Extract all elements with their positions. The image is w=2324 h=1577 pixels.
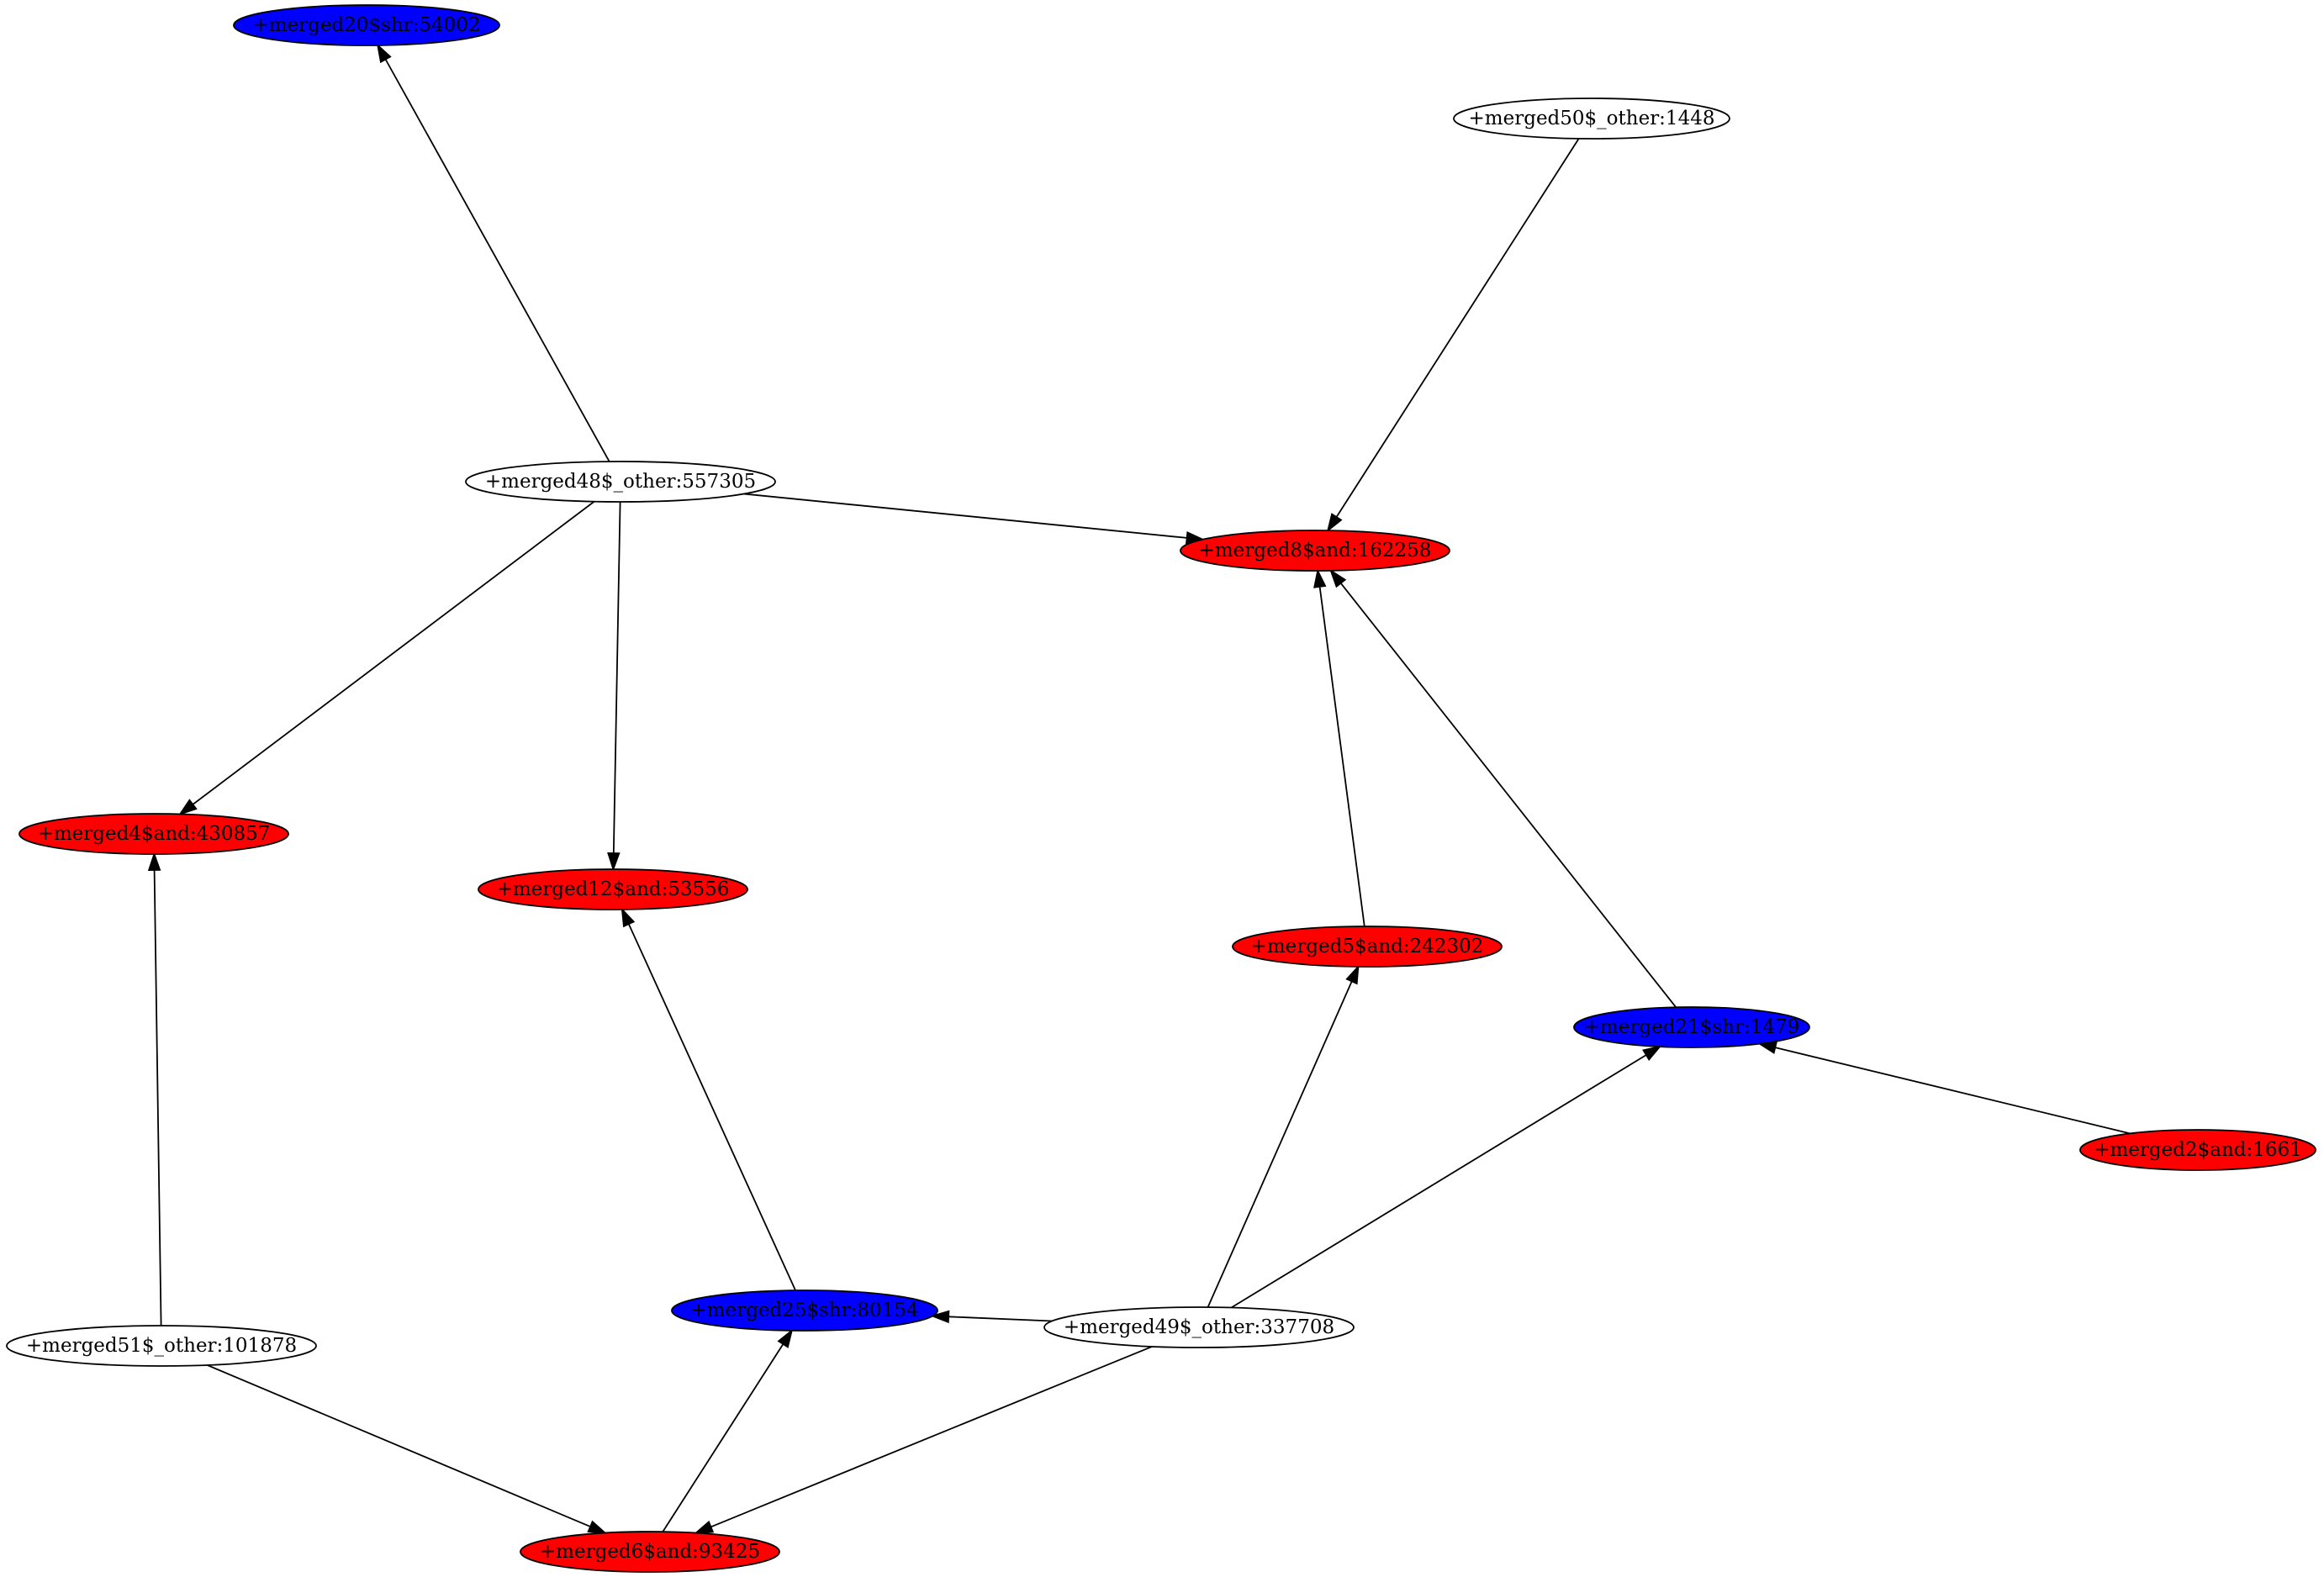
node-ellipse[interactable] — [1043, 1306, 1355, 1348]
node-label: +merged49$_other:337708 — [1064, 1316, 1334, 1338]
arrowhead-icon — [147, 852, 161, 872]
edge-merged5-to-merged8 — [1313, 568, 1365, 927]
arrowhead-icon — [1313, 568, 1327, 588]
edge-merged6-to-merged25 — [662, 1328, 794, 1532]
edge-line — [1335, 138, 1580, 518]
node-label: +merged25$shr:80154 — [690, 1300, 918, 1321]
node-merged51[interactable]: +merged51$_other:101878 — [6, 1325, 317, 1367]
arrowhead-icon — [930, 1310, 950, 1324]
arrowhead-icon — [1326, 513, 1343, 533]
edge-line — [743, 493, 1187, 539]
edge-line — [948, 1316, 1053, 1322]
node-merged2[interactable]: +merged2$and:1661 — [2079, 1129, 2316, 1171]
arrowhead-icon — [694, 1520, 715, 1534]
edge-merged51-to-merged4 — [147, 852, 162, 1326]
node-merged12[interactable]: +merged12$and:53556 — [478, 868, 748, 910]
edge-merged49-to-merged25 — [930, 1310, 1053, 1324]
node-ellipse[interactable] — [2079, 1129, 2316, 1171]
node-merged6[interactable]: +merged6$and:93425 — [520, 1531, 780, 1573]
edge-line — [153, 869, 162, 1326]
node-label: +merged5$and:242302 — [1251, 936, 1484, 957]
arrowhead-icon — [607, 852, 621, 872]
edge-merged25-to-merged12 — [621, 907, 796, 1291]
node-label: +merged2$and:1661 — [2094, 1139, 2302, 1161]
edge-merged50-to-merged8 — [1326, 138, 1580, 533]
edge-merged49-to-merged6 — [694, 1346, 1153, 1534]
node-ellipse[interactable] — [520, 1531, 780, 1573]
arrowhead-icon — [1345, 964, 1360, 985]
edge-line — [627, 923, 796, 1291]
node-merged8[interactable]: +merged8$and:162258 — [1180, 530, 1450, 572]
edge-line — [1339, 583, 1677, 1008]
edge-line — [1207, 980, 1353, 1308]
edge-merged21-to-merged8 — [1329, 568, 1677, 1008]
edge-merged2-to-merged21 — [1757, 1041, 2131, 1135]
node-ellipse[interactable] — [18, 813, 289, 855]
arrowhead-icon — [777, 1328, 794, 1348]
arrowhead-icon — [621, 907, 636, 928]
edge-line — [384, 59, 610, 462]
node-ellipse[interactable] — [1180, 530, 1450, 572]
node-ellipse[interactable] — [1573, 1006, 1810, 1048]
node-merged4[interactable]: +merged4$and:430857 — [18, 813, 289, 855]
edge-line — [662, 1343, 784, 1532]
node-ellipse[interactable] — [671, 1290, 938, 1332]
node-merged20[interactable]: +merged20$shr:54002 — [233, 4, 500, 46]
edge-line — [1318, 586, 1365, 927]
node-label: +merged4$and:430857 — [38, 823, 271, 845]
node-label: +merged50$_other:1448 — [1469, 108, 1715, 129]
node-ellipse[interactable] — [1232, 926, 1503, 968]
edge-line — [710, 1346, 1153, 1528]
node-merged5[interactable]: +merged5$and:242302 — [1232, 926, 1503, 968]
node-merged21[interactable]: +merged21$shr:1479 — [1573, 1006, 1810, 1048]
edge-merged49-to-merged5 — [1207, 964, 1360, 1308]
node-label: +merged6$and:93425 — [540, 1541, 760, 1563]
edge-line — [612, 501, 621, 854]
node-merged49[interactable]: +merged49$_other:337708 — [1043, 1306, 1355, 1348]
edges-layer — [147, 43, 2131, 1534]
node-label: +merged8$and:162258 — [1199, 540, 1432, 562]
edge-line — [1775, 1047, 2131, 1135]
node-ellipse[interactable] — [465, 461, 776, 503]
node-merged25[interactable]: +merged25$shr:80154 — [671, 1290, 938, 1332]
arrowhead-icon — [376, 43, 392, 64]
node-label: +merged48$_other:557305 — [485, 471, 756, 493]
edge-merged48-to-merged8 — [743, 493, 1206, 545]
node-label: +merged12$and:53556 — [497, 878, 730, 900]
node-label: +merged20$shr:54002 — [252, 14, 480, 36]
edge-merged48-to-merged4 — [177, 500, 595, 816]
nodes-layer: +merged20$shr:54002 +merged50$_other:1448… — [6, 4, 2316, 1573]
node-ellipse[interactable] — [233, 4, 500, 46]
edge-merged49-to-merged21 — [1231, 1045, 1662, 1309]
edge-line — [1231, 1054, 1647, 1309]
arrowhead-icon — [587, 1520, 608, 1534]
edge-line — [192, 500, 595, 805]
node-merged50[interactable]: +merged50$_other:1448 — [1453, 98, 1730, 140]
edge-merged48-to-merged20 — [376, 43, 610, 462]
node-ellipse[interactable] — [6, 1325, 317, 1367]
edge-line — [207, 1364, 591, 1527]
arrowhead-icon — [1329, 568, 1347, 588]
node-label: +merged51$_other:101878 — [26, 1335, 297, 1357]
node-ellipse[interactable] — [1453, 98, 1730, 140]
node-merged48[interactable]: +merged48$_other:557305 — [465, 461, 776, 503]
arrowhead-icon — [177, 799, 198, 816]
node-label: +merged21$shr:1479 — [1584, 1016, 1800, 1038]
edge-merged48-to-merged12 — [607, 501, 621, 872]
node-ellipse[interactable] — [478, 868, 748, 910]
arrowhead-icon — [1642, 1045, 1662, 1062]
edge-merged51-to-merged6 — [207, 1364, 608, 1534]
